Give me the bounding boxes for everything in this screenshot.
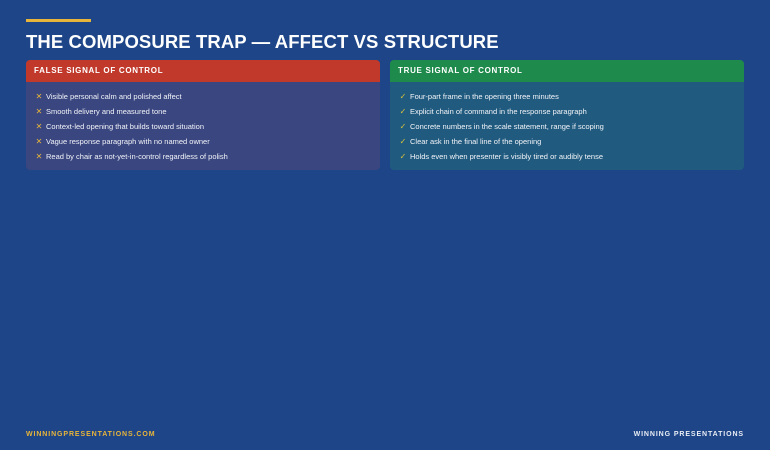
list-item-text: Clear ask in the final line of the openi… bbox=[410, 137, 542, 146]
footer-website: WINNINGPRESENTATIONS.COM bbox=[26, 431, 156, 438]
check-mark-icon: ✓ bbox=[399, 122, 407, 131]
list-item-text: Holds even when presenter is visibly tir… bbox=[410, 152, 604, 161]
slide-title: THE COMPOSURE TRAP — AFFECT VS STRUCTURE bbox=[26, 31, 499, 52]
x-mark-icon: ✕ bbox=[35, 137, 43, 146]
check-mark-icon: ✓ bbox=[399, 92, 407, 101]
true-signal-header: TRUE SIGNAL OF CONTROL bbox=[390, 60, 744, 82]
list-item: ✓Holds even when presenter is visibly ti… bbox=[398, 149, 744, 164]
false-signal-header: FALSE SIGNAL OF CONTROL bbox=[26, 60, 380, 82]
list-item: ✕Read by chair as not-yet-in-control reg… bbox=[34, 149, 380, 164]
false-signal-list: ✕Visible personal calm and polished affe… bbox=[26, 82, 380, 164]
list-item-text: Explicit chain of command in the respons… bbox=[410, 107, 587, 116]
x-mark-icon: ✕ bbox=[35, 92, 43, 101]
list-item: ✕Visible personal calm and polished affe… bbox=[34, 89, 380, 104]
list-item: ✓Explicit chain of command in the respon… bbox=[398, 104, 744, 119]
list-item-text: Read by chair as not-yet-in-control rega… bbox=[46, 152, 228, 161]
check-mark-icon: ✓ bbox=[399, 137, 407, 146]
list-item-text: Visible personal calm and polished affec… bbox=[46, 92, 182, 101]
list-item-text: Vague response paragraph with no named o… bbox=[46, 137, 210, 146]
list-item-text: Concrete numbers in the scale statement,… bbox=[410, 122, 604, 131]
list-item-text: Context-led opening that builds toward s… bbox=[46, 122, 205, 131]
x-mark-icon: ✕ bbox=[35, 152, 43, 161]
list-item: ✕Vague response paragraph with no named … bbox=[34, 134, 380, 149]
list-item: ✓Four-part frame in the opening three mi… bbox=[398, 89, 744, 104]
list-item-text: Smooth delivery and measured tone bbox=[46, 107, 167, 116]
check-mark-icon: ✓ bbox=[399, 152, 407, 161]
list-item: ✓Concrete numbers in the scale statement… bbox=[398, 119, 744, 134]
true-signal-panel: TRUE SIGNAL OF CONTROL ✓Four-part frame … bbox=[390, 60, 744, 170]
check-mark-icon: ✓ bbox=[399, 107, 407, 116]
x-mark-icon: ✕ bbox=[35, 122, 43, 131]
false-signal-panel: FALSE SIGNAL OF CONTROL ✕Visible persona… bbox=[26, 60, 380, 170]
footer-brand: WINNING PRESENTATIONS bbox=[633, 431, 744, 438]
title-accent-bar bbox=[26, 19, 91, 22]
true-signal-list: ✓Four-part frame in the opening three mi… bbox=[390, 82, 744, 164]
list-item-text: Four-part frame in the opening three min… bbox=[410, 92, 559, 101]
list-item: ✕Context-led opening that builds toward … bbox=[34, 119, 380, 134]
x-mark-icon: ✕ bbox=[35, 107, 43, 116]
list-item: ✕Smooth delivery and measured tone bbox=[34, 104, 380, 119]
list-item: ✓Clear ask in the final line of the open… bbox=[398, 134, 744, 149]
